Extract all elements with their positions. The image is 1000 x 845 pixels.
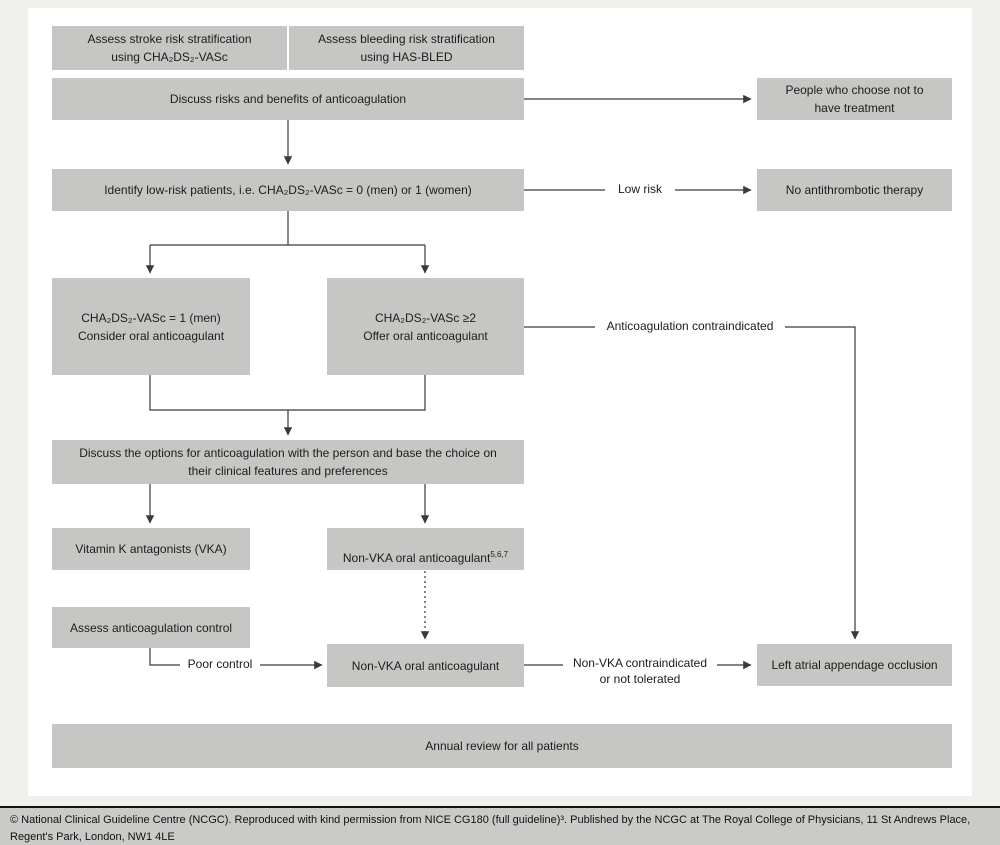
box-non-vka-oral-anticoagulant: Non-VKA oral anticoagulant [327,644,524,687]
box-chads-vasc-1-men: CHA₂DS₂-VASc = 1 (men) Consider oral ant… [52,278,250,375]
box-left-atrial-appendage-occlusion: Left atrial appendage occlusion [757,644,952,686]
box-vitamin-k-antagonists: Vitamin K antagonists (VKA) [52,528,250,570]
box-identify-low-risk-patients: Identify low-risk patients, i.e. CHA₂DS₂… [52,169,524,211]
box-no-antithrombotic-therapy: No antithrombotic therapy [757,169,952,211]
edge-label-low-risk: Low risk [605,180,675,200]
copyright-attribution: © National Clinical Guideline Centre (NC… [0,806,1000,845]
box-discuss-anticoagulation-options: Discuss the options for anticoagulation … [52,440,524,484]
edge-label-non-vka-contraindicated: Non-VKA contraindicated or not tolerated [563,654,717,690]
box-assess-bleeding-risk: Assess bleeding risk stratification usin… [289,26,524,70]
box-chads-vasc-ge2: CHA₂DS₂-VASc ≥2 Offer oral anticoagulant [327,278,524,375]
box-annual-review: Annual review for all patients [52,724,952,768]
box-discuss-risks-benefits: Discuss risks and benefits of anticoagul… [52,78,524,120]
footnote-references: 5,6,7 [490,550,509,559]
box-assess-anticoagulation-control: Assess anticoagulation control [52,607,250,648]
box-assess-stroke-risk: Assess stroke risk stratification using … [52,26,287,70]
box-label: Non-VKA oral anticoagulant5,6,7 [343,531,508,567]
edge-label-anticoagulation-contraindicated: Anticoagulation contraindicated [595,317,785,337]
box-people-choose-no-treatment: People who choose not to have treatment [757,78,952,120]
box-non-vka-oral-anticoagulant-option: Non-VKA oral anticoagulant5,6,7 [327,528,524,570]
box-label-text: Non-VKA oral anticoagulant [342,551,491,565]
edge-label-poor-control: Poor control [180,655,260,675]
